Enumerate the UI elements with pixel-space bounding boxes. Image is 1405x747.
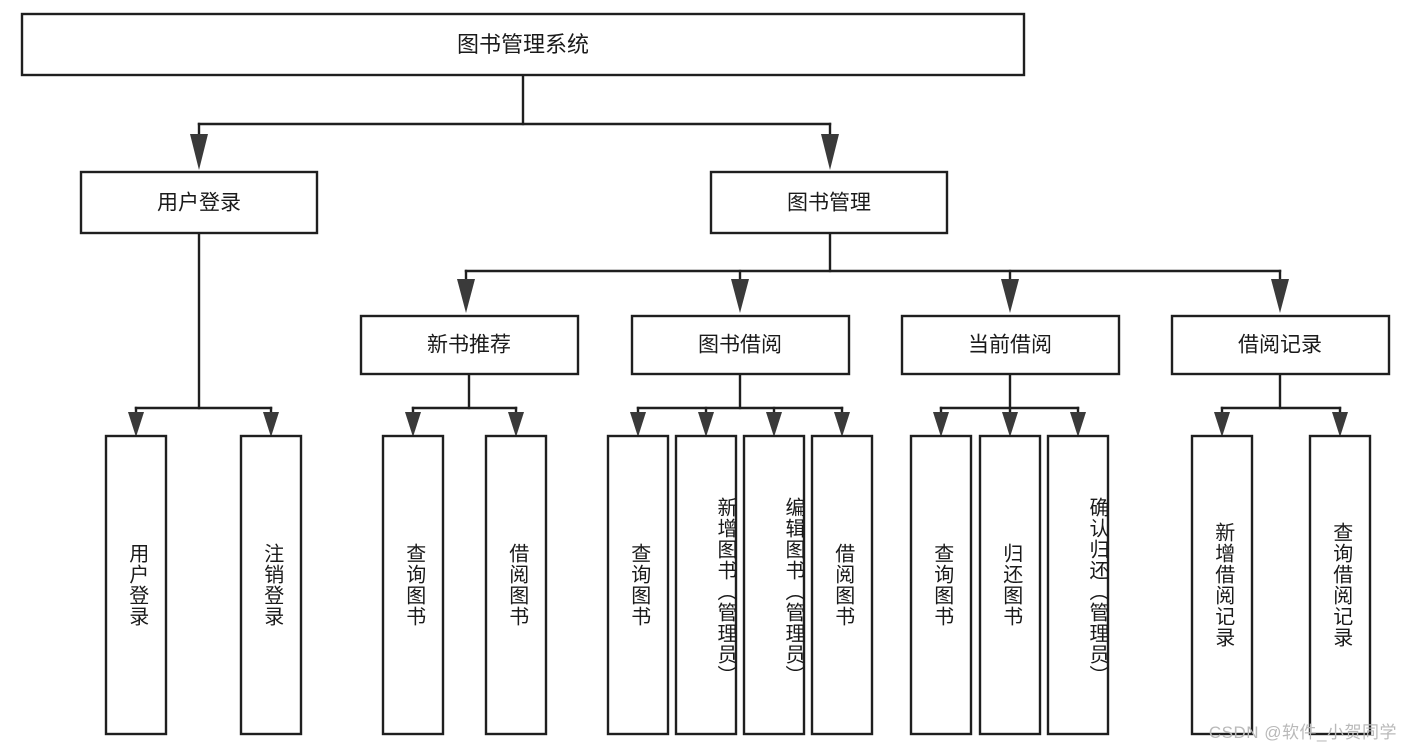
node-book-manage-label: 图书管理 <box>787 192 871 215</box>
leaf-box-current-borrow-1[interactable] <box>978 434 1042 736</box>
node-root-box[interactable] <box>20 12 1026 77</box>
leaf-box-user-login-1[interactable] <box>239 434 303 736</box>
leaf-box-new-book-0[interactable] <box>381 434 445 736</box>
leaf-box-group <box>104 434 1372 736</box>
arrowhead-leaf-currentborrow-1 <box>1002 412 1018 437</box>
node-current-borrow-box[interactable] <box>900 314 1121 376</box>
node-new-book-recommend-label: 新书推荐 <box>427 334 511 357</box>
node-new-book-recommend-box[interactable] <box>359 314 580 376</box>
arrowhead-leaf-bookborrow-0 <box>630 412 646 437</box>
watermark-text: CSDN @软件_小贺同学 <box>1208 723 1397 742</box>
node-borrow-record[interactable]: 借阅记录 <box>1170 314 1391 376</box>
node-book-borrow-box[interactable] <box>630 314 851 376</box>
node-borrow-record-label: 借阅记录 <box>1238 334 1322 357</box>
node-user-login[interactable]: 用户登录 <box>79 170 319 235</box>
arrowhead-leaf-borrowrecord-1 <box>1332 412 1348 437</box>
leaf-box-book-borrow-3[interactable] <box>810 434 874 736</box>
arrowhead-leaf-user-login-0 <box>128 412 144 437</box>
leaf-box-book-borrow-2[interactable] <box>742 434 806 736</box>
node-new-book-recommend[interactable]: 新书推荐 <box>359 314 580 376</box>
arrowhead-leaf-currentborrow-2 <box>1070 412 1086 437</box>
arrowhead-book-borrow <box>731 279 749 313</box>
arrowhead-leaf-user-login-1 <box>263 412 279 437</box>
arrowhead-leaf-newbook-1 <box>508 412 524 437</box>
node-book-borrow[interactable]: 图书借阅 <box>630 314 851 376</box>
arrowhead-current-borrow <box>1001 279 1019 313</box>
node-book-borrow-label: 图书借阅 <box>698 334 782 357</box>
arrowhead-user-login <box>190 134 208 170</box>
arrowhead-book-manage <box>821 134 839 170</box>
node-current-borrow[interactable]: 当前借阅 <box>900 314 1121 376</box>
node-root-label: 图书管理系统 <box>457 32 589 57</box>
leaf-box-current-borrow-2[interactable] <box>1046 434 1110 736</box>
arrowhead-borrow-record <box>1271 279 1289 313</box>
node-current-borrow-label: 当前借阅 <box>968 334 1052 357</box>
node-root[interactable]: 图书管理系统 <box>20 12 1026 77</box>
leaf-box-book-borrow-1[interactable] <box>674 434 738 736</box>
leaf-box-book-borrow-0[interactable] <box>606 434 670 736</box>
arrowhead-leaf-bookborrow-1 <box>698 412 714 437</box>
leaf-box-new-book-1[interactable] <box>484 434 548 736</box>
arrowhead-leaf-bookborrow-3 <box>834 412 850 437</box>
node-borrow-record-box[interactable] <box>1170 314 1391 376</box>
connector-group <box>128 73 1348 437</box>
arrowhead-leaf-bookborrow-2 <box>766 412 782 437</box>
node-book-manage-box[interactable] <box>709 170 949 235</box>
node-user-login-label: 用户登录 <box>157 192 241 215</box>
arrowhead-leaf-newbook-0 <box>405 412 421 437</box>
node-user-login-box[interactable] <box>79 170 319 235</box>
arrowhead-new-book <box>457 279 475 313</box>
leaf-box-user-login-0[interactable] <box>104 434 168 736</box>
leaf-box-borrow-record-1[interactable] <box>1308 434 1372 736</box>
leaf-box-current-borrow-0[interactable] <box>909 434 973 736</box>
leaf-box-borrow-record-0[interactable] <box>1190 434 1254 736</box>
arrowhead-leaf-borrowrecord-0 <box>1214 412 1230 437</box>
node-book-manage[interactable]: 图书管理 <box>709 170 949 235</box>
arrowhead-leaf-currentborrow-0 <box>933 412 949 437</box>
